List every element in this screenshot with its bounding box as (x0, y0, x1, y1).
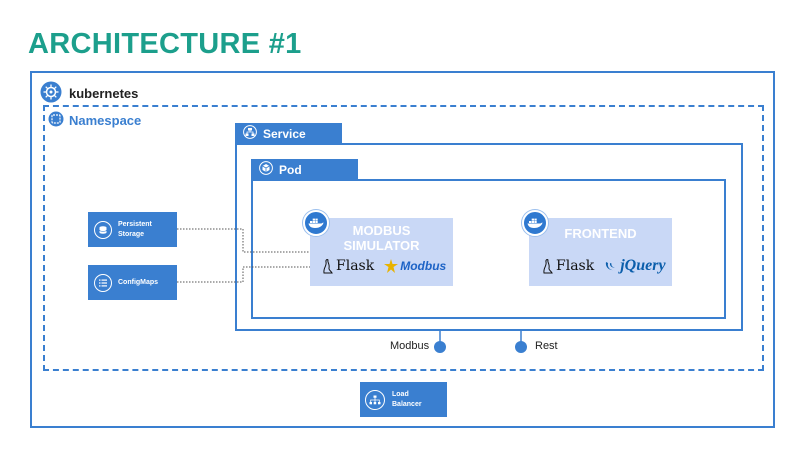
persistent-storage-line1: Persistent (118, 220, 152, 228)
modbus-logo: Modbus (384, 259, 446, 273)
page-title: ARCHITECTURE #1 (28, 28, 302, 60)
jquery-logo-text: jQuery (620, 257, 666, 274)
load-balancer-resource[interactable]: Load Balancer (360, 382, 447, 417)
flask-logo: Flask (322, 258, 374, 274)
service-box (235, 143, 743, 331)
rest-port-label: Rest (535, 340, 558, 352)
namespace-label: Namespace (69, 113, 142, 128)
service-label: Service (263, 126, 306, 141)
configmaps-connector (177, 266, 310, 283)
docker-icon (303, 210, 329, 236)
jquery-logo: jQuery (604, 257, 666, 275)
kubernetes-header: kubernetes (40, 81, 138, 106)
pod-tab: Pod (251, 159, 358, 180)
flask-logo-text: Flask (336, 258, 375, 274)
docker-icon (522, 210, 548, 236)
namespace-icon (48, 111, 64, 130)
storage-icon (94, 220, 112, 239)
namespace-header: Namespace (48, 111, 141, 130)
modbus-simulator-container[interactable]: MODBUS SIMULATOR Flask Modbus (310, 218, 453, 286)
persistent-storage-resource[interactable]: Persistent Storage (88, 212, 177, 247)
pod-box (251, 179, 726, 319)
storage-connector (177, 228, 310, 253)
load-balancer-line2: Balancer (392, 400, 422, 408)
frontend-container[interactable]: FRONTEND Flask jQuery (529, 218, 672, 286)
list-icon (94, 273, 112, 292)
flask-logo-text: Flask (556, 258, 595, 274)
load-balancer-icon (365, 389, 385, 410)
configmaps-resource[interactable]: ConfigMaps (88, 265, 177, 300)
modbus-simulator-logos: Flask Modbus (322, 258, 446, 274)
modbus-simulator-line1: MODBUS (352, 223, 411, 238)
persistent-storage-line2: Storage (118, 230, 145, 238)
kubernetes-helm-icon (40, 81, 62, 106)
pod-label: Pod (279, 162, 302, 177)
load-balancer-line1: Load (392, 390, 409, 398)
frontend-title: FRONTEND (564, 226, 637, 241)
pod-cube-icon (259, 161, 273, 178)
modbus-simulator-title: MODBUS SIMULATOR (310, 223, 453, 253)
frontend-logos: Flask jQuery (542, 257, 666, 275)
kubernetes-label: kubernetes (69, 86, 139, 101)
service-icon (243, 125, 257, 142)
kubernetes-cluster-box (30, 71, 775, 428)
rest-port-dot[interactable] (515, 341, 527, 353)
service-tab: Service (235, 123, 342, 144)
modbus-simulator-line2: SIMULATOR (343, 238, 420, 253)
modbus-port-dot[interactable] (434, 341, 446, 353)
flask-logo: Flask (542, 258, 594, 274)
configmaps-label: ConfigMaps (118, 279, 159, 286)
namespace-box (43, 105, 764, 371)
modbus-logo-text: Modbus (400, 259, 447, 273)
modbus-port-label: Modbus (390, 340, 430, 352)
